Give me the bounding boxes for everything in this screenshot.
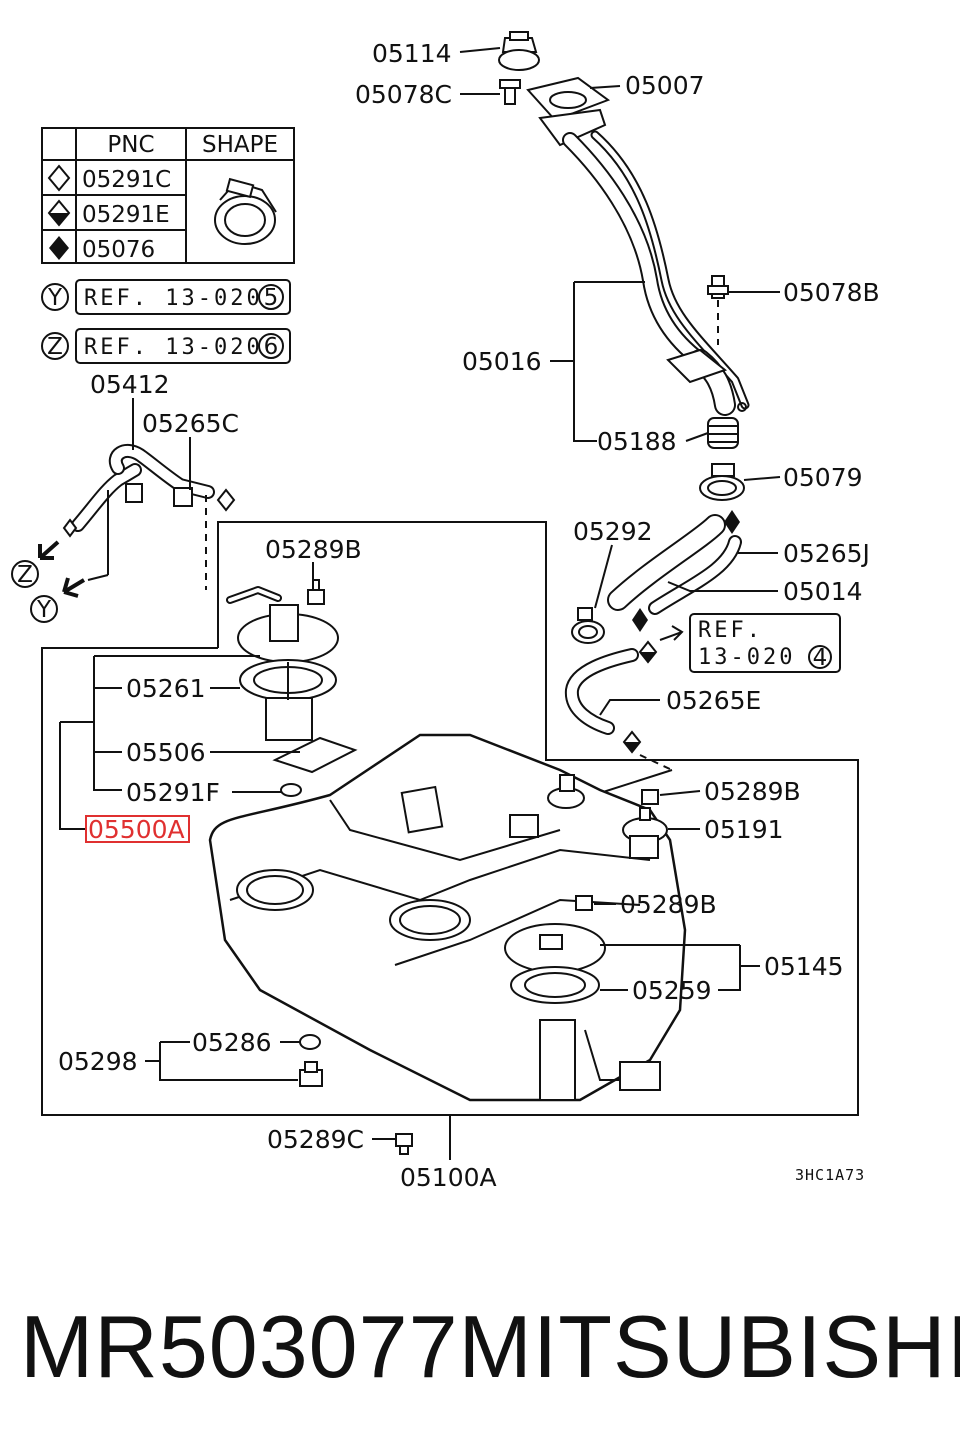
highlight-box bbox=[85, 815, 190, 843]
nut-05289b-mid bbox=[575, 895, 593, 911]
clamp-05079 bbox=[699, 463, 745, 501]
reference-z: Z REF. 13-020 6 bbox=[41, 328, 291, 364]
bolt-05078b bbox=[707, 275, 729, 299]
label-05412: 05412 bbox=[90, 370, 170, 399]
filled-diamond-icon bbox=[632, 608, 648, 632]
hose-clamp-shape-icon bbox=[214, 177, 277, 245]
hose-05188 bbox=[707, 417, 739, 449]
ref-y-num: 5 bbox=[264, 285, 279, 311]
label-05289b-mid: 05289B bbox=[620, 890, 717, 919]
label-05016: 05016 bbox=[462, 347, 542, 376]
ref-y-marker: Y bbox=[47, 285, 63, 311]
direction-y: Y bbox=[36, 597, 52, 623]
legend-header-shape: SHAPE bbox=[202, 132, 278, 158]
brand-name: MITSUBISHI bbox=[458, 1297, 960, 1396]
nut-05286 bbox=[299, 1034, 321, 1050]
ref-box-line1: REF. bbox=[698, 618, 763, 643]
reference-box-4: REF. 13-020 4 bbox=[689, 613, 841, 673]
label-05265j: 05265J bbox=[783, 539, 870, 568]
label-05114: 05114 bbox=[372, 39, 452, 68]
label-05261: 05261 bbox=[126, 674, 206, 703]
ref-box-num: 4 bbox=[813, 645, 828, 671]
label-05289b-top: 05289B bbox=[265, 535, 362, 564]
label-05259: 05259 bbox=[632, 976, 712, 1005]
label-05191: 05191 bbox=[704, 815, 784, 844]
label-05188: 05188 bbox=[597, 427, 677, 456]
arrow-right-icon bbox=[659, 625, 684, 641]
legend-pnc-1: 05291C bbox=[82, 167, 171, 193]
label-05506: 05506 bbox=[126, 738, 206, 767]
ref-z-num: 6 bbox=[264, 334, 279, 360]
gasket-05291f bbox=[280, 783, 302, 797]
legend-table: PNC SHAPE 05291C 05291E 05076 bbox=[41, 127, 295, 264]
label-05265c: 05265C bbox=[142, 409, 239, 438]
label-05292: 05292 bbox=[573, 517, 653, 546]
label-05078c: 05078C bbox=[355, 80, 452, 109]
half-filled-diamond-icon bbox=[622, 730, 642, 754]
label-05265e: 05265E bbox=[666, 686, 761, 715]
part-number: MR503077 bbox=[20, 1297, 459, 1396]
part-labels: 05114 05078C 05007 05078B 05016 05188 05… bbox=[58, 39, 880, 1192]
label-05289b-right: 05289B bbox=[704, 777, 801, 806]
label-05298: 05298 bbox=[58, 1047, 138, 1076]
label-05500a[interactable]: 05500A bbox=[88, 815, 185, 844]
label-05286: 05286 bbox=[192, 1028, 272, 1057]
fuel-pump-module bbox=[226, 586, 358, 774]
direction-z: Z bbox=[17, 562, 33, 588]
fuel-tank-parts-diagram: PNC SHAPE 05291C 05291E 05076 Y REF. 13-… bbox=[11, 31, 880, 1192]
ref-box-line2: 13-020 bbox=[698, 645, 795, 670]
caption: MR503077 MITSUBISHI bbox=[20, 1282, 960, 1412]
arrow-y-icon bbox=[62, 577, 86, 598]
legend-pnc-3: 05076 bbox=[82, 237, 155, 263]
ref-z-text: REF. 13-020 bbox=[84, 335, 263, 360]
fuel-cap bbox=[498, 31, 540, 71]
fuel-sender-unit bbox=[504, 923, 606, 1004]
label-05007: 05007 bbox=[625, 71, 705, 100]
fuel-tank bbox=[208, 733, 687, 1102]
half-filled-diamond-icon bbox=[47, 199, 71, 227]
label-05291f: 05291F bbox=[126, 778, 220, 807]
bolt-05298 bbox=[299, 1061, 323, 1087]
filled-diamond-icon bbox=[724, 510, 740, 534]
ref-y-text: REF. 13-020 bbox=[84, 286, 263, 311]
filled-diamond-icon bbox=[49, 236, 69, 260]
label-05145: 05145 bbox=[764, 952, 844, 981]
label-05078b: 05078B bbox=[783, 278, 880, 307]
nut-05289b-right bbox=[641, 789, 659, 805]
label-05014: 05014 bbox=[783, 577, 863, 606]
label-05079: 05079 bbox=[783, 463, 863, 492]
label-05289c: 05289C bbox=[267, 1125, 364, 1154]
filler-plate bbox=[526, 76, 611, 122]
hollow-diamond-icon bbox=[216, 488, 236, 512]
hollow-diamond-icon bbox=[62, 518, 78, 538]
diagram-code: 3HC1A73 bbox=[795, 1166, 865, 1184]
ref-z-marker: Z bbox=[47, 334, 63, 360]
label-05100a: 05100A bbox=[400, 1163, 497, 1192]
legend-pnc-2: 05291E bbox=[82, 202, 170, 228]
reference-y: Y REF. 13-020 5 bbox=[41, 279, 291, 315]
hollow-diamond-icon bbox=[47, 164, 71, 192]
legend-header-pnc: PNC bbox=[107, 132, 154, 158]
cap-05191 bbox=[622, 807, 668, 859]
nut-05289b-top bbox=[307, 579, 325, 605]
bolt-05078c bbox=[499, 79, 521, 105]
clamp-05292 bbox=[571, 607, 605, 644]
filler-neck-pipe bbox=[538, 108, 750, 416]
arrow-z-icon bbox=[38, 540, 60, 560]
assembly-frame bbox=[41, 521, 859, 1116]
leader-lines bbox=[59, 47, 781, 1160]
bolt-05289c bbox=[395, 1133, 413, 1155]
cap-top-left bbox=[547, 774, 585, 809]
half-filled-diamond-icon bbox=[638, 640, 658, 664]
